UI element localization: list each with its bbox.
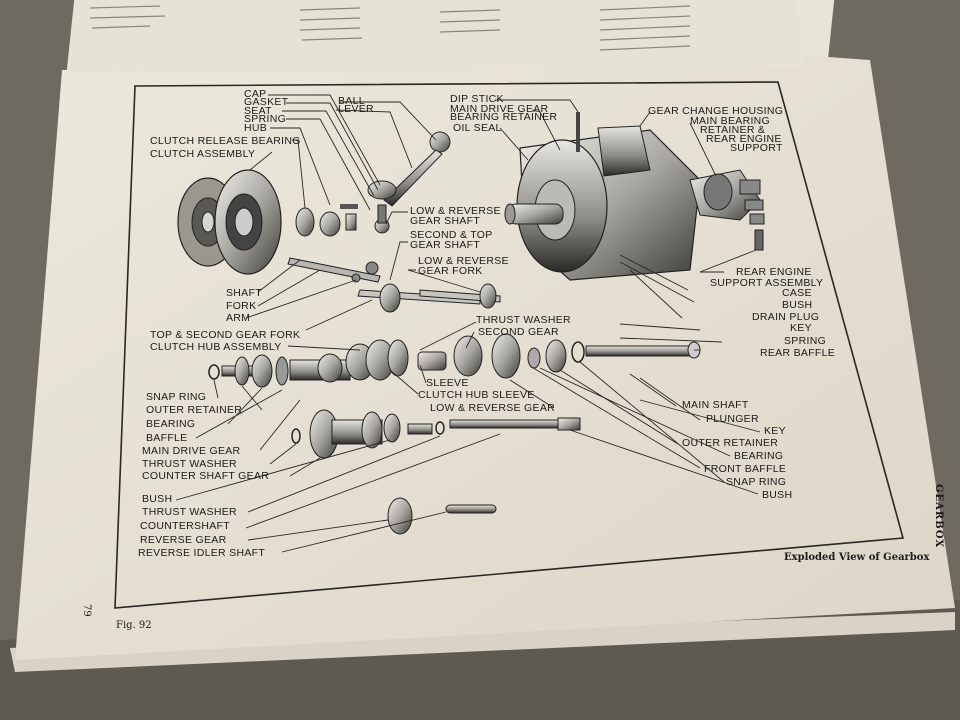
label-main-bearing-4: SUPPORT	[730, 142, 783, 154]
label-stgs-1: SECOND & TOP	[410, 229, 493, 241]
label-main-drive-gear: MAIN DRIVE GEAR	[142, 445, 241, 457]
label-oil-seal: OIL SEAL	[453, 122, 502, 134]
label-key-mid: KEY	[764, 425, 786, 437]
label-baffle: BAFFLE	[146, 432, 188, 444]
label-hub: HUB	[244, 122, 268, 134]
label-lrgf-1: LOW & REVERSE	[418, 255, 509, 267]
label-counter-shaft-gear: COUNTER SHAFT GEAR	[142, 470, 270, 482]
label-low-reverse-gear: LOW & REVERSE GEAR	[430, 402, 556, 414]
label-sleeve: SLEEVE	[426, 377, 469, 389]
label-key-right: KEY	[790, 322, 812, 334]
clutch-drawing	[177, 169, 358, 275]
gear-lever-drawing	[367, 131, 451, 234]
gearbox-case-drawing	[504, 112, 765, 281]
label-reverse-idler-shaft: REVERSE IDLER SHAFT	[138, 547, 266, 559]
label-clutch-hub-assembly: CLUTCH HUB ASSEMBLY	[150, 341, 282, 353]
label-bush-left: BUSH	[142, 493, 173, 505]
label-lrgf-2: GEAR FORK	[418, 265, 483, 277]
figure-caption: Exploded View of Gearbox	[784, 552, 930, 563]
label-mdg-1: MAIN DRIVE GEAR	[450, 103, 549, 115]
label-second-gear: SECOND GEAR	[478, 326, 559, 338]
page-number: 79	[81, 604, 92, 617]
label-spring-top: SPRING	[244, 113, 287, 125]
label-gear-change-housing: GEAR CHANGE HOUSING	[648, 105, 784, 117]
label-shaft: SHAFT	[226, 287, 262, 299]
label-main-bearing-1: MAIN BEARING	[690, 115, 771, 127]
label-bush-right: BUSH	[782, 299, 813, 311]
label-clutch-assembly: CLUTCH ASSEMBLY	[150, 148, 256, 160]
label-main-shaft: MAIN SHAFT	[682, 399, 749, 411]
label-stgs-2: GEAR SHAFT	[410, 239, 481, 251]
label-main-bearing-2: RETAINER &	[700, 124, 766, 136]
label-lrgs-2: GEAR SHAFT	[410, 215, 481, 227]
label-clutch-hub-sleeve: CLUTCH HUB SLEEVE	[418, 389, 535, 401]
main-shaft-row-drawing	[208, 333, 701, 388]
label-outer-retainer-left: OUTER RETAINER	[146, 404, 243, 416]
label-snap-ring-left: SNAP RING	[146, 391, 207, 403]
label-countershaft: COUNTERSHAFT	[140, 520, 230, 532]
label-case: CASE	[782, 287, 812, 299]
label-drain-plug: DRAIN PLUG	[752, 311, 820, 323]
label-front-baffle: FRONT BAFFLE	[704, 463, 787, 475]
countershaft-row-drawing	[291, 409, 581, 535]
label-thrust-washer-left: THRUST WASHER	[142, 458, 237, 470]
label-thrust-washer-left2: THRUST WASHER	[142, 506, 237, 518]
label-lrgs-1: LOW & REVERSE	[410, 205, 501, 217]
label-arm: ARM	[226, 312, 251, 324]
label-lever: LEVER	[338, 103, 374, 115]
label-res-1: REAR ENGINE	[736, 266, 812, 278]
label-top-second-gear-fork: TOP & SECOND GEAR FORK	[150, 329, 301, 341]
label-fork: FORK	[226, 300, 257, 312]
label-mdg-2: BEARING RETAINER	[450, 111, 558, 123]
label-gasket: GASKET	[244, 96, 289, 108]
label-spring-right: SPRING	[784, 335, 827, 347]
label-snap-ring-right: SNAP RING	[726, 476, 787, 488]
label-bearing-right: BEARING	[734, 450, 784, 462]
figure-number: Fig. 92	[116, 620, 152, 631]
label-seat: SEAT	[244, 105, 272, 117]
section-title: GEARBOX	[933, 484, 944, 549]
leader-lines	[175, 94, 761, 553]
label-cap: CAP	[244, 88, 267, 100]
label-main-bearing-3: REAR ENGINE	[706, 133, 782, 145]
shift-forks-drawing	[287, 257, 501, 313]
label-thrust-washer-top: THRUST WASHER	[476, 314, 571, 326]
label-ball: BALL	[338, 95, 365, 107]
label-reverse-gear: REVERSE GEAR	[140, 534, 227, 546]
label-rear-baffle: REAR BAFFLE	[760, 347, 836, 359]
label-bearing-left: BEARING	[146, 418, 196, 430]
label-bush-bottom: BUSH	[762, 489, 793, 501]
label-dip-stick: DIP STICK	[450, 93, 504, 105]
label-res-2: SUPPORT ASSEMBLY	[710, 277, 824, 289]
label-plunger: PLUNGER	[706, 413, 759, 425]
label-clutch-release-bearing: CLUTCH RELEASE BEARING	[150, 135, 301, 147]
label-outer-retainer-right: OUTER RETAINER	[682, 437, 779, 449]
